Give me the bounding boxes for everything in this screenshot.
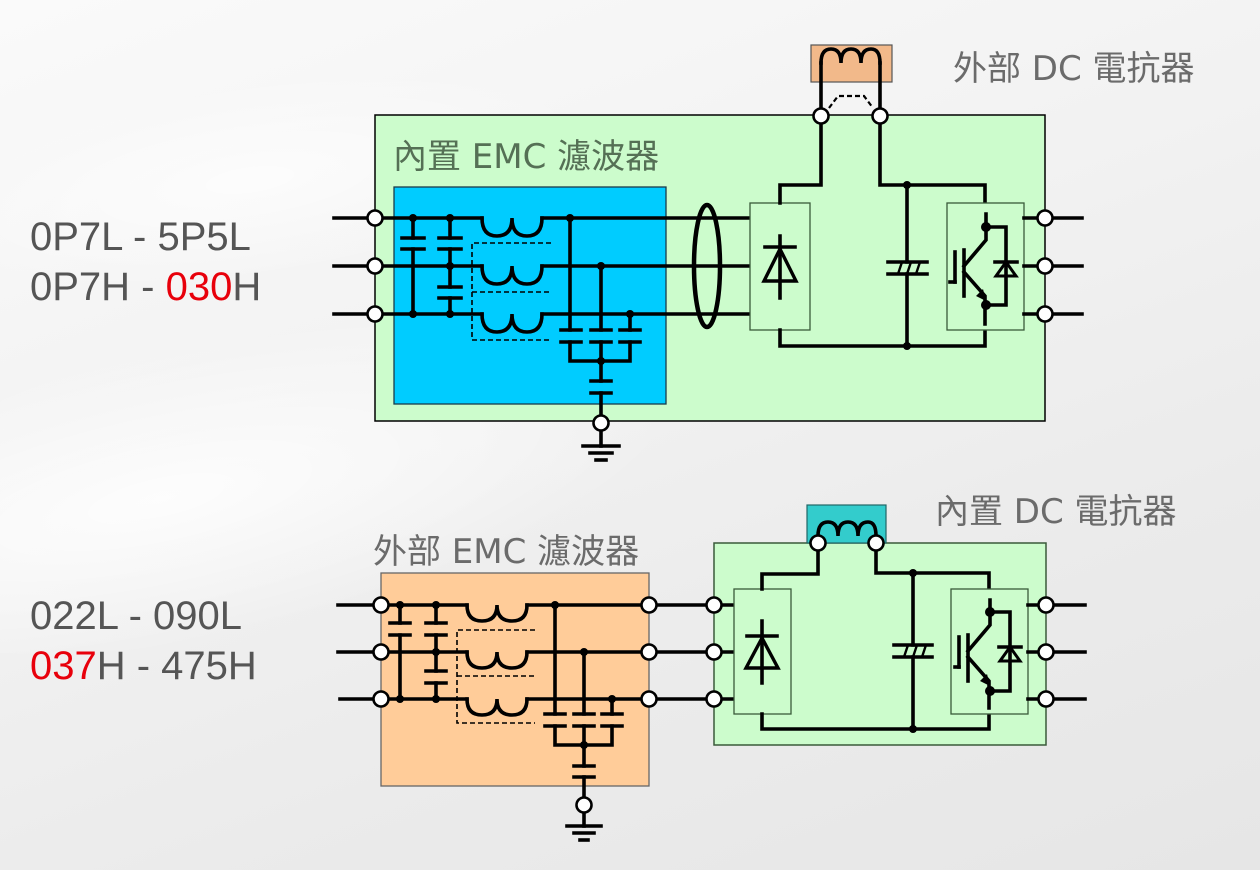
bottom-model-range-h-highlight: 037 [30,644,97,688]
top-dc-reactor-label: 外部 DC 電抗器 [953,49,1195,89]
top-rectifier [749,202,811,331]
igbt-with-diode-icon [953,598,1023,710]
top-model-range-h: 0P7H - 030H [30,264,261,311]
diode-bridge-icon [761,234,799,300]
bottom-dc-reactor-label: 內置 DC 電抗器 [935,492,1177,532]
bottom-model-range-l: 022L - 090L [30,594,243,638]
inductor-coil-icon [456,603,535,724]
top-dc-bus [778,61,987,350]
bottom-inverter [950,588,1029,715]
inductor-coil-icon [471,216,551,341]
inductor-coil-icon [816,520,878,538]
top-output-terminals [1022,209,1084,323]
bottom-dc-reactor-terminal-1 [809,534,827,552]
bottom-rectifier [733,588,792,715]
ground-icon [565,796,603,842]
bottom-output-terminals [1026,596,1087,708]
top-dc-reactor-terminal-p [871,107,889,125]
top-dc-reactor-terminal-p1 [812,107,830,125]
top-inverter [946,202,1025,331]
bottom-circuit: 外部 EMC 濾波器 內置 DC 電抗器 [336,492,1177,842]
diode-bridge-icon [743,619,781,685]
bottom-filter-terminals [372,596,723,708]
top-y-capacitors [559,214,642,417]
ferrite-ring-icon [691,202,723,330]
bottom-dc-reactor-terminal-2 [867,534,885,552]
top-model-range-l: 0P7L - 5P5L [30,215,251,259]
top-circuit: 內置 EMC 濾波器 外部 DC 電抗器 [332,44,1195,462]
bottom-emc-filter-label: 外部 EMC 濾波器 [373,532,639,572]
bottom-model-range-h: 037H - 475H [30,643,257,690]
electrolytic-capacitor-icon [892,643,934,659]
top-input-terminals [366,209,384,323]
bottom-x-capacitors [388,601,448,703]
top-model-range-h-highlight: 030 [165,265,233,309]
top-model-range-h-prefix: 0P7H - [30,265,166,309]
top-model-range-h-suffix: H [232,265,262,309]
electrolytic-capacitor-icon [886,260,929,276]
top-internal-emc-filter [393,186,667,405]
igbt-with-diode-icon [948,212,1019,326]
inductor-coil-icon [819,47,882,65]
bottom-dc-bus [760,541,991,733]
bottom-external-emc-filter [380,572,650,787]
bottom-y-capacitors [543,601,624,799]
bottom-model-range-h-suffix: H - 475H [96,644,257,688]
ground-icon [581,414,621,462]
top-x-capacitors [400,214,463,318]
top-emc-filter-label: 內置 EMC 濾波器 [393,137,659,177]
